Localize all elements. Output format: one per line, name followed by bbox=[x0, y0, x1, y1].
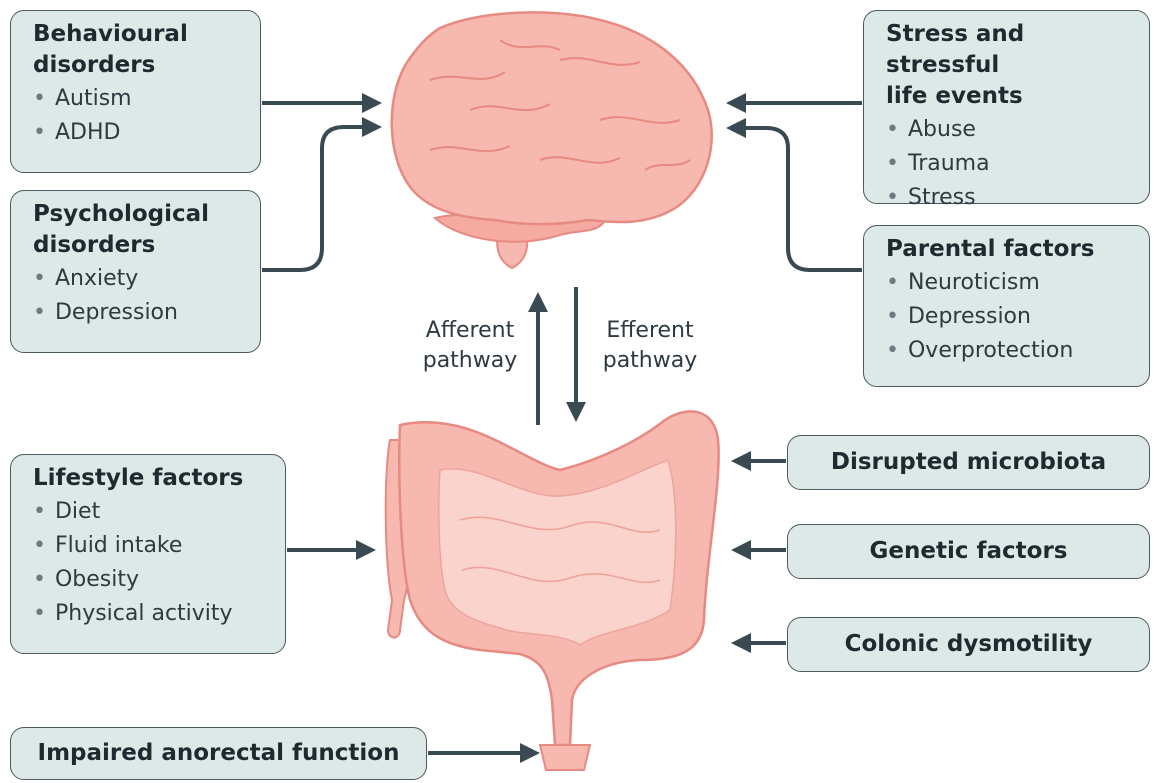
box-psychological-disorders: Psychological disorders Anxiety Depressi… bbox=[10, 190, 261, 353]
list-item: Depression bbox=[33, 296, 246, 330]
list-item: Diet bbox=[33, 495, 271, 529]
box-parental-factors: Parental factors Neuroticism Depression … bbox=[863, 225, 1150, 387]
box-stress-life-events: Stress and stressful life events Abuse T… bbox=[863, 10, 1150, 204]
box-title: Parental factors bbox=[886, 234, 1135, 265]
list-item: ADHD bbox=[33, 116, 246, 150]
list-item: Autism bbox=[33, 82, 246, 116]
arrow-psychological bbox=[262, 127, 378, 270]
box-title: Behavioural disorders bbox=[33, 19, 246, 81]
box-behavioural-disorders: Behavioural disorders Autism ADHD bbox=[10, 10, 261, 173]
box-impaired-anorectal-function: Impaired anorectal function bbox=[10, 727, 427, 780]
list-item: Trauma bbox=[886, 147, 1135, 181]
box-title: Impaired anorectal function bbox=[38, 738, 400, 769]
list-item: Overprotection bbox=[886, 334, 1135, 368]
list-item: Obesity bbox=[33, 563, 271, 597]
box-title: Genetic factors bbox=[870, 536, 1068, 567]
list-item: Physical activity bbox=[33, 597, 271, 631]
arrow-parental bbox=[730, 128, 862, 270]
box-title: Colonic dysmotility bbox=[845, 629, 1093, 660]
list-item: Fluid intake bbox=[33, 529, 271, 563]
box-genetic-factors: Genetic factors bbox=[787, 524, 1150, 579]
list-item: Anxiety bbox=[33, 262, 246, 296]
box-title: Stress and stressful life events bbox=[886, 19, 1135, 112]
afferent-pathway-label: Afferent pathway bbox=[412, 316, 528, 376]
box-title: Disrupted microbiota bbox=[831, 447, 1106, 478]
list-item: Neuroticism bbox=[886, 266, 1135, 300]
box-title: Lifestyle factors bbox=[33, 463, 271, 494]
efferent-pathway-label: Efferent pathway bbox=[588, 316, 712, 376]
box-lifestyle-factors: Lifestyle factors Diet Fluid intake Obes… bbox=[10, 454, 286, 654]
list-item: Stress bbox=[886, 181, 1135, 215]
box-colonic-dysmotility: Colonic dysmotility bbox=[787, 617, 1150, 672]
list-item: Depression bbox=[886, 300, 1135, 334]
box-title: Psychological disorders bbox=[33, 199, 246, 261]
list-item: Abuse bbox=[886, 113, 1135, 147]
box-disrupted-microbiota: Disrupted microbiota bbox=[787, 435, 1150, 490]
intestine-illustration bbox=[386, 411, 719, 770]
brain-illustration bbox=[392, 12, 712, 268]
